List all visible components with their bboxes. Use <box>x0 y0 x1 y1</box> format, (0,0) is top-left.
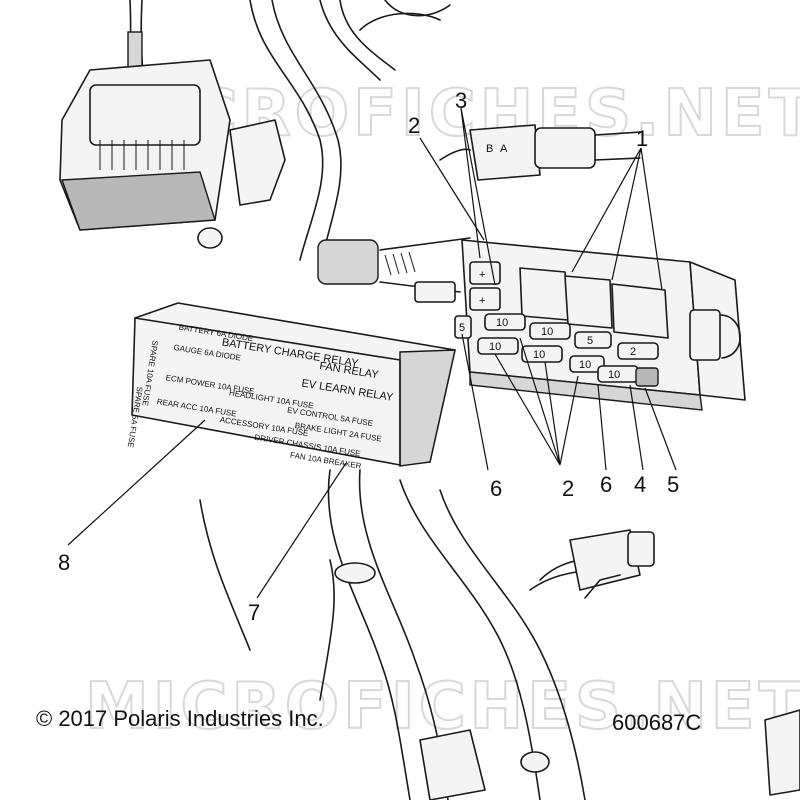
lower-connectors <box>334 529 800 800</box>
fuse-label: 5 <box>459 322 465 334</box>
callout-4: 4 <box>634 472 646 497</box>
svg-text:+: + <box>479 295 485 307</box>
diagram-part-number: 600687C <box>612 710 702 735</box>
fuse-label: 2 <box>630 346 636 358</box>
callout-1: 1 <box>636 126 648 151</box>
two-pin-connector: B A <box>439 124 641 181</box>
ecm-connector <box>59 31 286 249</box>
callout-6-right: 6 <box>600 472 612 497</box>
wire-harness <box>129 0 621 800</box>
callout-3: 3 <box>455 88 467 113</box>
callout-6-left: 6 <box>490 476 502 501</box>
fuse-label: 10 <box>579 359 591 371</box>
connector-pin-b: B <box>486 143 493 155</box>
relay-1 <box>519 267 569 321</box>
callout-5: 5 <box>667 472 679 497</box>
fuse-label: 10 <box>541 326 553 338</box>
fuse-slots: 10 10 5 10 10 2 10 10 5 <box>454 313 659 387</box>
fuse-box-cover: BATTERY 6A DIODE GAUGE 6A DIODE BATTERY … <box>126 302 456 471</box>
fuse-label: 10 <box>533 349 545 361</box>
callout-2-bottom: 2 <box>562 476 574 501</box>
fuse-label: 10 <box>489 341 501 353</box>
callout-2-top: 2 <box>408 113 420 138</box>
fuse-label: 5 <box>587 335 593 347</box>
connector-pin-a: A <box>500 143 508 155</box>
fuse-box: + + 10 10 5 10 10 2 10 10 5 <box>414 239 746 411</box>
diode-1 <box>469 261 501 285</box>
callout-numbers: 1 2 3 6 2 6 4 5 8 7 <box>58 88 679 625</box>
copyright-notice: © 2017 Polaris Industries Inc. <box>36 706 324 731</box>
callout-leaders <box>67 107 677 599</box>
watermark-bottom: MICROFICHES.NET <box>85 670 800 744</box>
diode-2 <box>469 287 501 311</box>
relay-3 <box>611 283 669 339</box>
callout-7: 7 <box>248 600 260 625</box>
callout-8: 8 <box>58 550 70 575</box>
fuse-label: 10 <box>496 317 508 329</box>
relay-2 <box>564 275 613 329</box>
fuse-label: 10 <box>608 369 620 381</box>
svg-text:+: + <box>479 269 485 281</box>
